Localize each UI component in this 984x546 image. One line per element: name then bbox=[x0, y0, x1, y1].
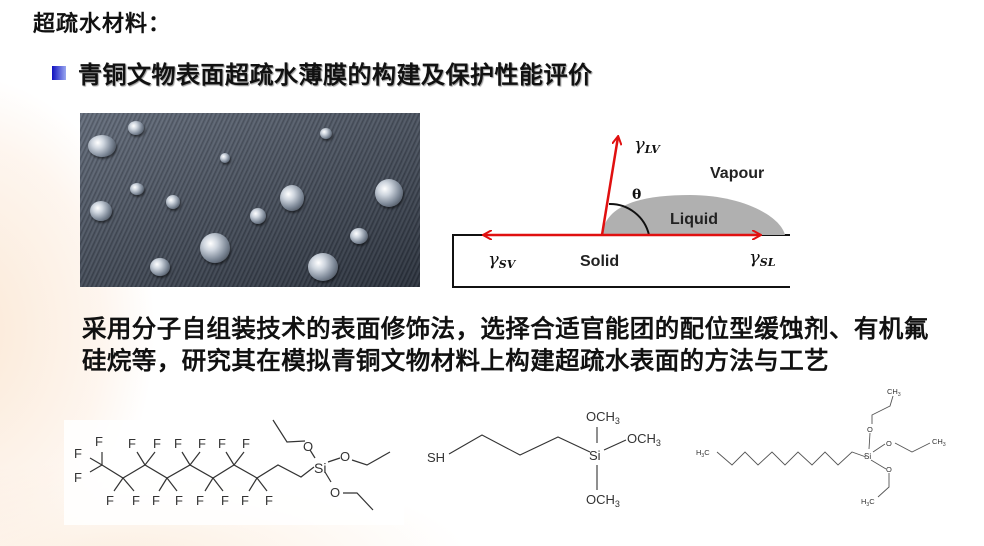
liquid-drop bbox=[602, 195, 785, 235]
atom-f: F bbox=[132, 493, 140, 508]
och3-label: OCH bbox=[586, 492, 615, 507]
group-och3: OCH3 bbox=[586, 409, 620, 426]
gamma-lv-arrow bbox=[600, 137, 618, 236]
solid-surface bbox=[452, 234, 790, 288]
gamma-sv-label: γ bbox=[488, 249, 499, 270]
liquid-label: Liquid bbox=[670, 211, 718, 228]
subtitle-row: 青铜文物表面超疏水薄膜的构建及保护性能评价 bbox=[52, 55, 593, 90]
atom-o: O bbox=[340, 449, 350, 464]
atom-f: F bbox=[221, 493, 229, 508]
water-droplet bbox=[308, 253, 338, 281]
ch-label: CH bbox=[932, 437, 943, 446]
water-droplet bbox=[250, 208, 266, 224]
subscript-3: 3 bbox=[943, 442, 946, 448]
subscript-3: 3 bbox=[898, 392, 901, 398]
atom-sh: SH bbox=[427, 450, 445, 465]
water-droplet bbox=[88, 135, 116, 157]
vapour-label: Vapour bbox=[710, 165, 764, 182]
atom-si: Si bbox=[314, 460, 326, 476]
subscript-3: 3 bbox=[615, 499, 620, 509]
group-och3: OCH3 bbox=[627, 431, 661, 448]
atom-si: Si bbox=[864, 452, 871, 461]
description-paragraph: 采用分子自组装技术的表面修饰法，选择合适官能团的配位型缓蚀剂、有机氟硅烷等，研究… bbox=[82, 314, 929, 375]
atom-f: F bbox=[265, 493, 273, 508]
theta-label: θ bbox=[632, 187, 641, 203]
atom-o: O bbox=[886, 465, 892, 474]
atom-f: F bbox=[218, 436, 226, 451]
h-label: H bbox=[696, 448, 701, 457]
water-droplet bbox=[200, 233, 230, 263]
water-droplet bbox=[90, 201, 112, 221]
gamma-lv-sub: LV bbox=[644, 143, 661, 156]
group-ch3: CH3 bbox=[887, 387, 901, 398]
bullet-square-icon bbox=[52, 65, 66, 80]
atom-f: F bbox=[198, 436, 206, 451]
c-label: C bbox=[704, 448, 710, 457]
gamma-sv-sub: SV bbox=[499, 258, 517, 271]
water-droplet bbox=[220, 153, 230, 163]
atom-o: O bbox=[867, 425, 873, 434]
structure-1-bg bbox=[64, 420, 404, 525]
subscript-3: 3 bbox=[656, 438, 661, 448]
ch-label: CH bbox=[887, 387, 898, 396]
atom-f: F bbox=[196, 493, 204, 508]
atom-f: F bbox=[153, 436, 161, 451]
structure-mercaptosilane bbox=[448, 427, 627, 490]
water-droplet bbox=[375, 179, 403, 207]
svg-text:γSL: γSL bbox=[749, 247, 776, 269]
group-ch3: CH3 bbox=[932, 437, 946, 448]
atom-si: Si bbox=[589, 448, 601, 463]
atom-o: O bbox=[886, 439, 892, 448]
slide-title: 超疏水材料： bbox=[33, 12, 172, 37]
svg-text:γLV: γLV bbox=[634, 134, 661, 156]
water-droplet bbox=[350, 228, 368, 244]
atom-f: F bbox=[95, 434, 103, 449]
subscript-3: 3 bbox=[866, 502, 869, 508]
h-label: H bbox=[861, 497, 866, 506]
gamma-lv-label: γ bbox=[634, 134, 645, 155]
water-droplet bbox=[320, 128, 332, 139]
water-droplet bbox=[130, 183, 144, 195]
group-och3: OCH3 bbox=[586, 492, 620, 509]
svg-text:γSV: γSV bbox=[488, 249, 517, 271]
water-droplet bbox=[128, 121, 144, 135]
water-drops-on-feather-photo bbox=[80, 113, 420, 287]
atom-f: F bbox=[106, 493, 114, 508]
subscript-3: 3 bbox=[701, 453, 704, 459]
och3-label: OCH bbox=[586, 409, 615, 424]
och3-label: OCH bbox=[627, 431, 656, 446]
c-label: C bbox=[869, 497, 875, 506]
theta-arc bbox=[608, 202, 650, 236]
atom-f: F bbox=[74, 446, 82, 461]
gamma-sl-sub: SL bbox=[760, 256, 776, 269]
atom-o: O bbox=[303, 439, 313, 454]
water-droplet bbox=[150, 258, 170, 276]
group-h3c: H3C bbox=[861, 497, 875, 508]
atom-f: F bbox=[241, 493, 249, 508]
solid-label: Solid bbox=[580, 253, 619, 270]
atom-f: F bbox=[74, 470, 82, 485]
photo-shade bbox=[80, 113, 420, 287]
contact-angle-diagram: γLV γSV γSL θ Vapour Liquid Solid bbox=[452, 134, 790, 288]
group-h3c: H3C bbox=[696, 448, 710, 459]
subscript-3: 3 bbox=[615, 416, 620, 426]
atom-f: F bbox=[128, 436, 136, 451]
water-droplet bbox=[166, 195, 180, 209]
water-droplet bbox=[280, 185, 304, 211]
atom-f: F bbox=[175, 493, 183, 508]
atom-f: F bbox=[174, 436, 182, 451]
structure-fluorosilane bbox=[89, 419, 391, 511]
atom-f: F bbox=[152, 493, 160, 508]
structure-octylsilane bbox=[716, 395, 931, 498]
slide-subtitle: 青铜文物表面超疏水薄膜的构建及保护性能评价 bbox=[78, 61, 593, 89]
atom-o: O bbox=[330, 485, 340, 500]
gamma-sl-label: γ bbox=[749, 247, 760, 268]
atom-f: F bbox=[242, 436, 250, 451]
